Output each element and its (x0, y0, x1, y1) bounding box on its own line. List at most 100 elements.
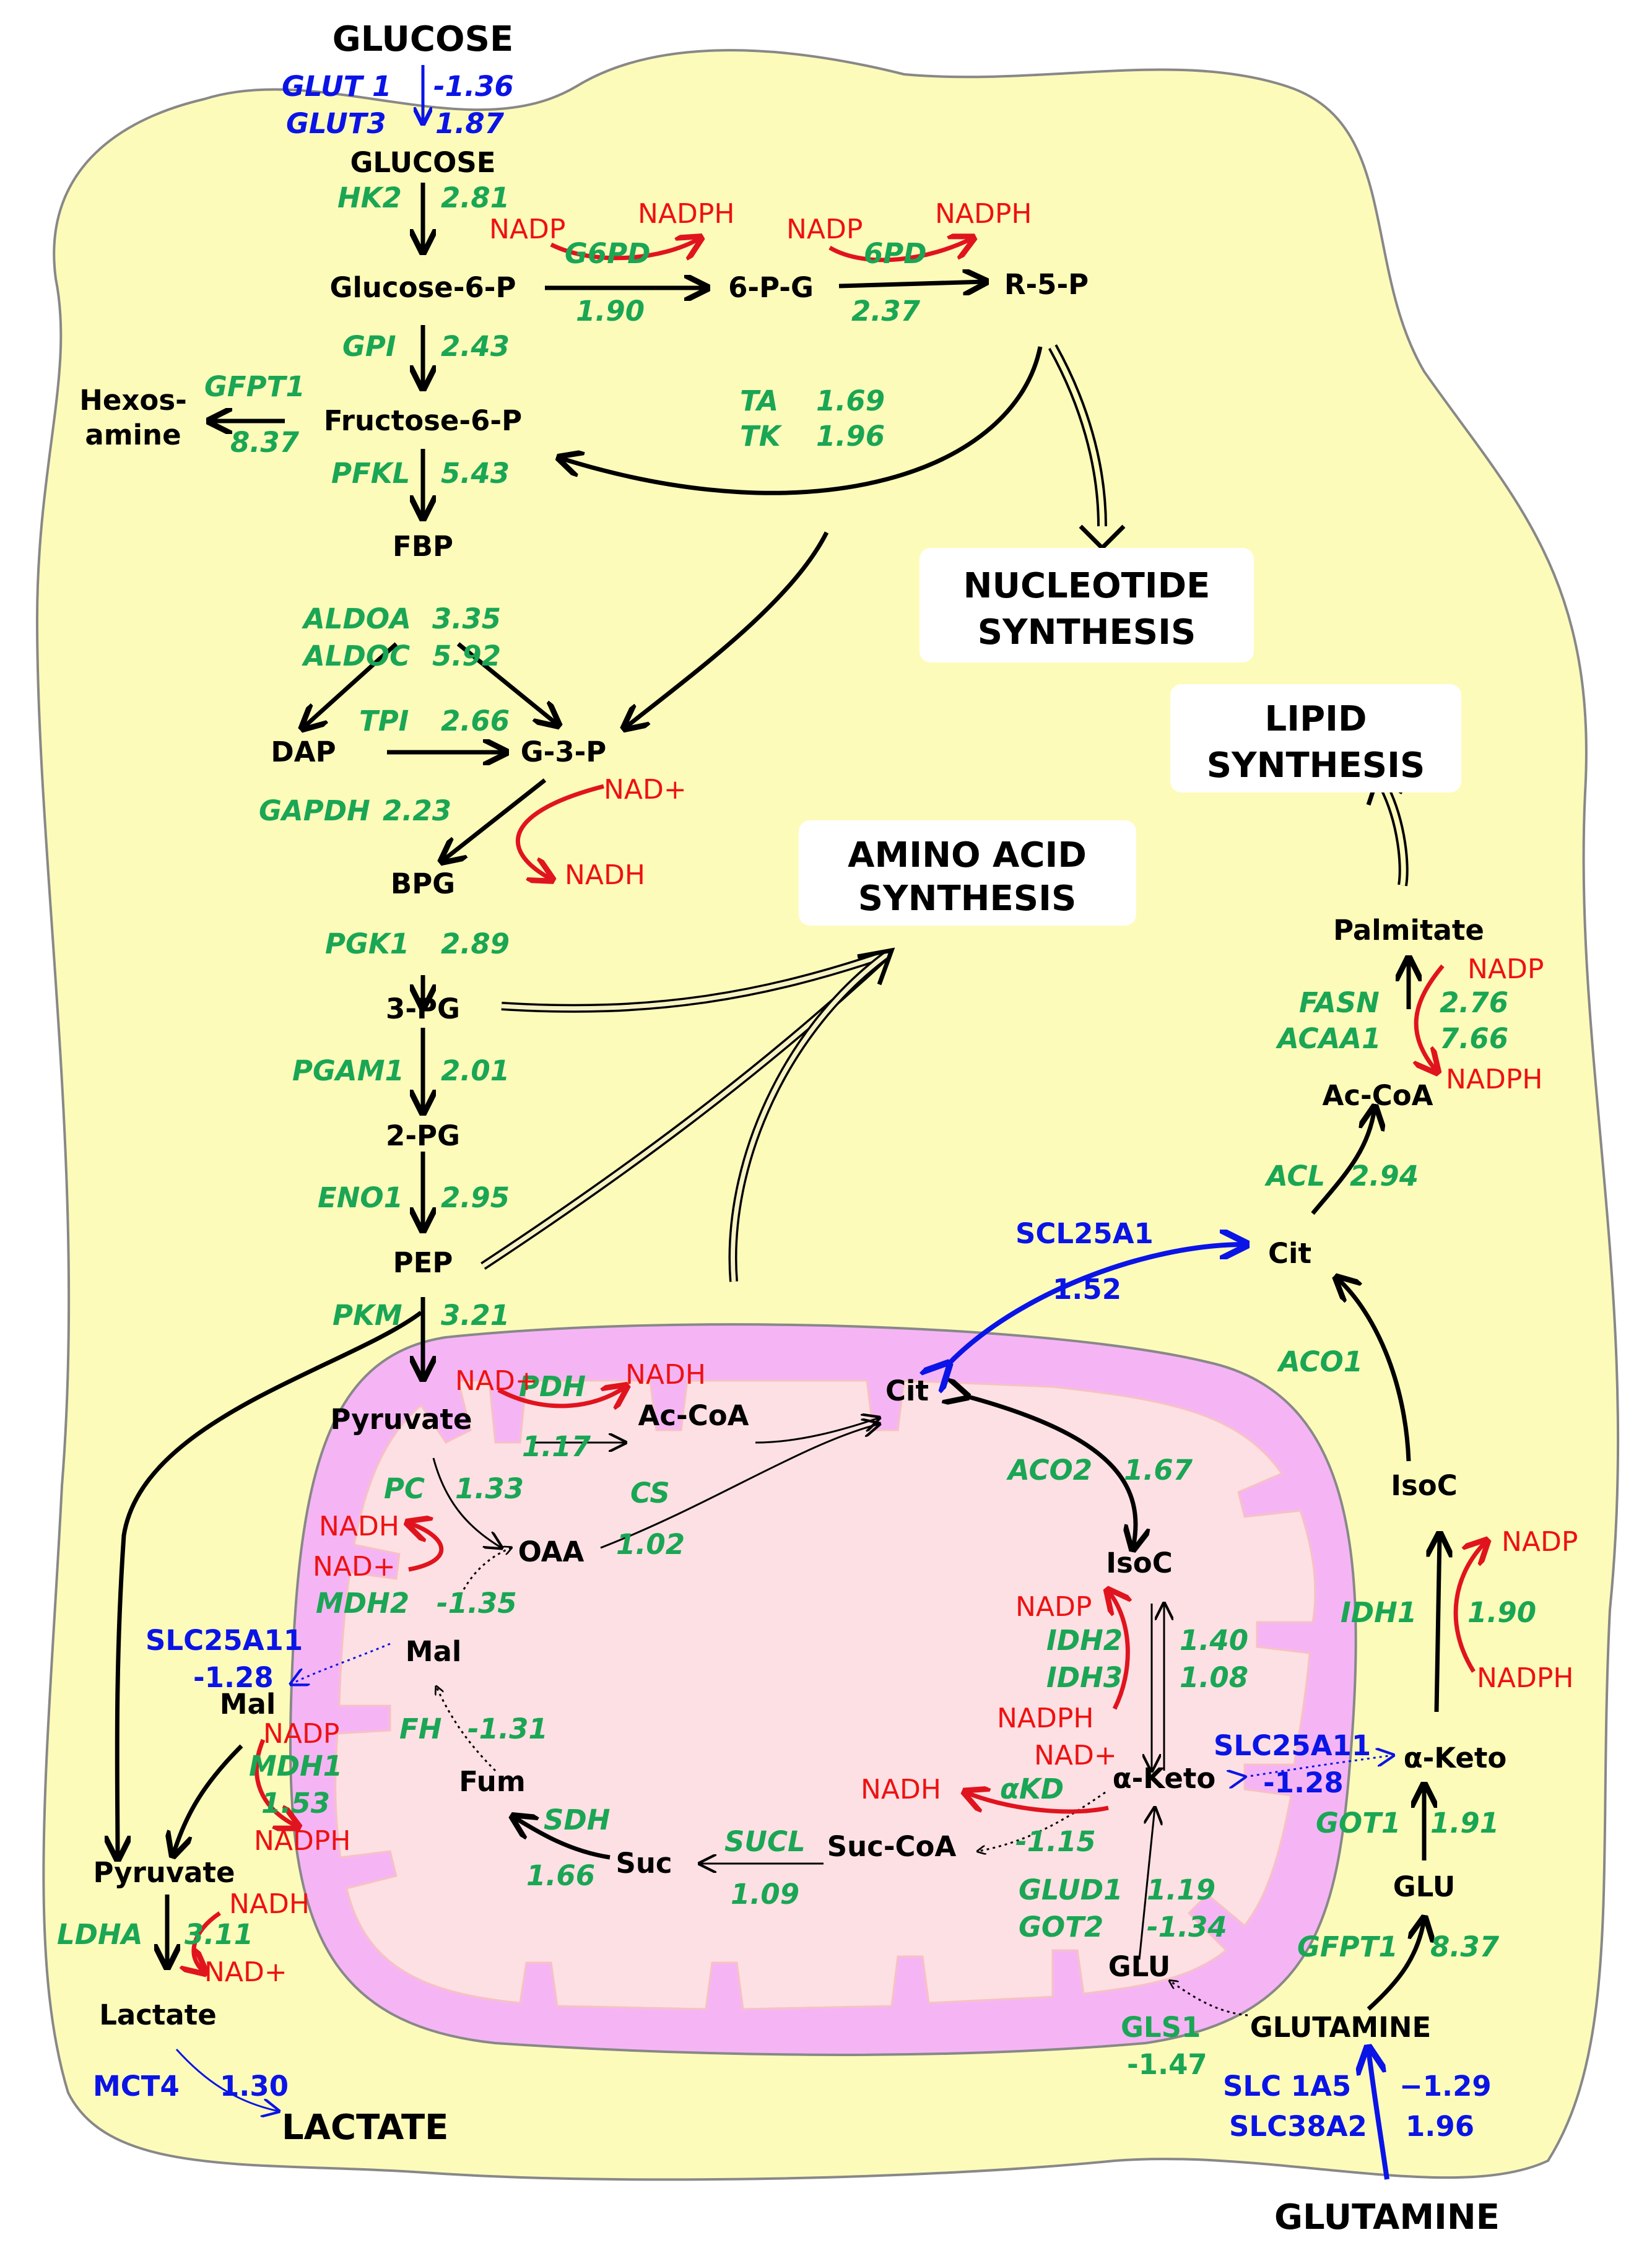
metabolite-alpha-keto-cyto: α-Keto (1404, 1742, 1507, 1774)
metabolite-3-pg: 3-PG (386, 992, 460, 1025)
cofactor-nadh-mdh2: NADH (319, 1511, 399, 1542)
cofactor-nadh-akd: NADH (861, 1774, 941, 1805)
enzyme-akd: αKD (1000, 1773, 1064, 1805)
cofactor-nadp-mdh1: NADP (263, 1718, 339, 1750)
lipid-synthesis-box: LIPID SYNTHESIS (1170, 684, 1461, 792)
transporter-glut3: GLUT3 (286, 107, 386, 140)
enzyme-akd-value: -1.15 (1015, 1825, 1096, 1858)
metabolite-suc-coa: Suc-CoA (827, 1830, 957, 1863)
metabolite-glucose: GLUCOSE (350, 146, 496, 179)
enzyme-fasn: FASN (1299, 986, 1380, 1019)
metabolite-glu-mito: GLU (1108, 1950, 1171, 1983)
metabolite-hexosamine-2: amine (85, 419, 181, 451)
hollow-arrows (480, 344, 1409, 1282)
amino-box-line1: AMINO ACID (848, 835, 1087, 875)
cofactor-nadh-ldha: NADH (229, 1888, 310, 1920)
metabolite-glucose-6-p: Glucose-6-P (330, 271, 516, 304)
transporter-slc1a5-value: −1.29 (1399, 2070, 1492, 2103)
cofactor-nadp-fasn: NADP (1467, 953, 1544, 985)
enzyme-tk: TK (740, 420, 783, 453)
transporter-slc38a2: SLC38A2 (1229, 2110, 1367, 2143)
enzyme-cs-value: 1.02 (616, 1528, 685, 1561)
enzyme-pfkl: PFKL (331, 457, 410, 490)
enzyme-glud1: GLUD1 (1019, 1873, 1123, 1906)
enzyme-mdh2: MDH2 (316, 1587, 409, 1620)
transporter-labels: GLUT 1 -1.36 GLUT3 1.87 SCL25A1 1.52 SLC… (93, 70, 1492, 2143)
metabolite-mal-cyto: Mal (220, 1688, 276, 1721)
enzyme-idh1-value: 1.90 (1467, 1596, 1536, 1629)
transporter-mct4: MCT4 (93, 2070, 180, 2103)
enzyme-aco2: ACO2 (1006, 1454, 1092, 1487)
cofactor-nadh-gapdh: NADH (565, 859, 645, 891)
enzyme-pkm-value: 3.21 (441, 1299, 510, 1332)
metabolite-bpg: BPG (391, 867, 455, 900)
enzyme-sdh-value: 1.66 (526, 1859, 595, 1892)
enzyme-6pd: 6PD (864, 237, 927, 270)
metabolite-fructose-6-p: Fructose-6-P (324, 404, 522, 437)
metabolite-glu-cyto: GLU (1393, 1870, 1456, 1903)
enzyme-idh1: IDH1 (1341, 1596, 1417, 1629)
enzyme-gpi: GPI (342, 330, 396, 363)
metabolite-suc: Suc (615, 1847, 672, 1880)
metabolite-alpha-keto-mito: α-Keto (1113, 1762, 1216, 1795)
transporter-mct4-value: 1.30 (220, 2070, 289, 2103)
enzyme-idh3: IDH3 (1046, 1661, 1123, 1694)
enzyme-aldoc-value: 5.92 (432, 640, 501, 672)
enzyme-aco2-value: 1.67 (1124, 1454, 1193, 1487)
transporter-glut1-value: -1.36 (433, 70, 514, 103)
cofactor-nadp-6pd: NADP (786, 214, 863, 245)
metabolite-ac-coa-mito: Ac-CoA (638, 1399, 749, 1432)
enzyme-ta-value: 1.69 (816, 384, 885, 417)
transporter-slc25a11-left-value: -1.28 (193, 1661, 274, 1694)
metabolite-fum: Fum (459, 1765, 525, 1798)
enzyme-pc: PC (384, 1472, 425, 1505)
enzyme-aldoa: ALDOA (302, 602, 411, 635)
cofactor-nad-plus-pdh: NAD+ (455, 1365, 538, 1397)
metabolite-cit-mito: Cit (885, 1374, 929, 1407)
transporter-scl25a1-value: 1.52 (1053, 1273, 1121, 1306)
enzyme-sucl-value: 1.09 (731, 1878, 799, 1911)
transporter-slc25a11-right: SLC25A11 (1214, 1729, 1371, 1762)
enzyme-sdh: SDH (544, 1804, 610, 1836)
enzyme-ldha-value: 3.11 (185, 1918, 253, 1951)
cofactor-nadph-mdh1: NADPH (254, 1825, 351, 1857)
cofactor-nadph-fasn: NADPH (1446, 1064, 1543, 1095)
metabolite-hexosamine-1: Hexos- (79, 384, 187, 417)
enzyme-gfpt1-bottom: GFPT1 (1297, 1930, 1398, 1963)
cofactor-nadph-idh2: NADPH (997, 1703, 1094, 1734)
lipid-box-line1: LIPID (1265, 699, 1367, 739)
pathway-arrows (117, 65, 1440, 2180)
enzyme-labels: HK2 2.81 G6PD 1.90 6PD 2.37 GPI 2.43 GFP… (57, 181, 1536, 2081)
enzyme-pdh-value: 1.17 (522, 1430, 591, 1463)
amino-box-line2: SYNTHESIS (858, 879, 1077, 919)
enzyme-gapdh-value: 2.23 (383, 794, 451, 827)
cofactor-nadh-pdh: NADH (625, 1359, 706, 1391)
enzyme-fh-value: -1.31 (467, 1713, 548, 1745)
metabolite-pyruvate-mito: Pyruvate (330, 1403, 472, 1436)
cofactor-nad-plus-akd: NAD+ (1034, 1740, 1117, 1771)
enzyme-idh2-value: 1.40 (1180, 1624, 1248, 1657)
enzyme-pgk1: PGK1 (325, 927, 409, 960)
metabolite-r-5-p: R-5-P (1004, 268, 1089, 301)
enzyme-pgam1-value: 2.01 (441, 1054, 510, 1087)
enzyme-aldoc: ALDOC (302, 640, 410, 672)
transporter-scl25a1: SCL25A1 (1015, 1217, 1154, 1250)
metabolite-isoc-mito: IsoC (1106, 1547, 1172, 1579)
enzyme-pkm: PKM (333, 1299, 402, 1332)
enzyme-sucl: SUCL (724, 1825, 806, 1858)
enzyme-ldha: LDHA (57, 1918, 143, 1951)
enzyme-gls1: GLS1 (1121, 2011, 1201, 2044)
metabolite-cit-cyto: Cit (1268, 1237, 1311, 1270)
metabolite-2-pg: 2-PG (386, 1119, 460, 1152)
cofactor-nadph-6pd: NADPH (935, 198, 1032, 230)
cofactor-nadp-idh1: NADP (1502, 1526, 1578, 1558)
transporter-glut1: GLUT 1 (282, 70, 391, 103)
enzyme-glud1-value: 1.19 (1147, 1873, 1215, 1906)
enzyme-gls1-value: -1.47 (1127, 2048, 1207, 2081)
metabolite-oaa: OAA (518, 1535, 585, 1568)
cofactor-nadp-g6pd: NADP (489, 214, 565, 245)
metabolite-lactate: Lactate (99, 1999, 217, 2031)
enzyme-gfpt1-top-value: 8.37 (230, 426, 300, 459)
enzyme-mdh1-value: 1.53 (261, 1787, 330, 1820)
nucleotide-box-line2: SYNTHESIS (978, 612, 1196, 653)
